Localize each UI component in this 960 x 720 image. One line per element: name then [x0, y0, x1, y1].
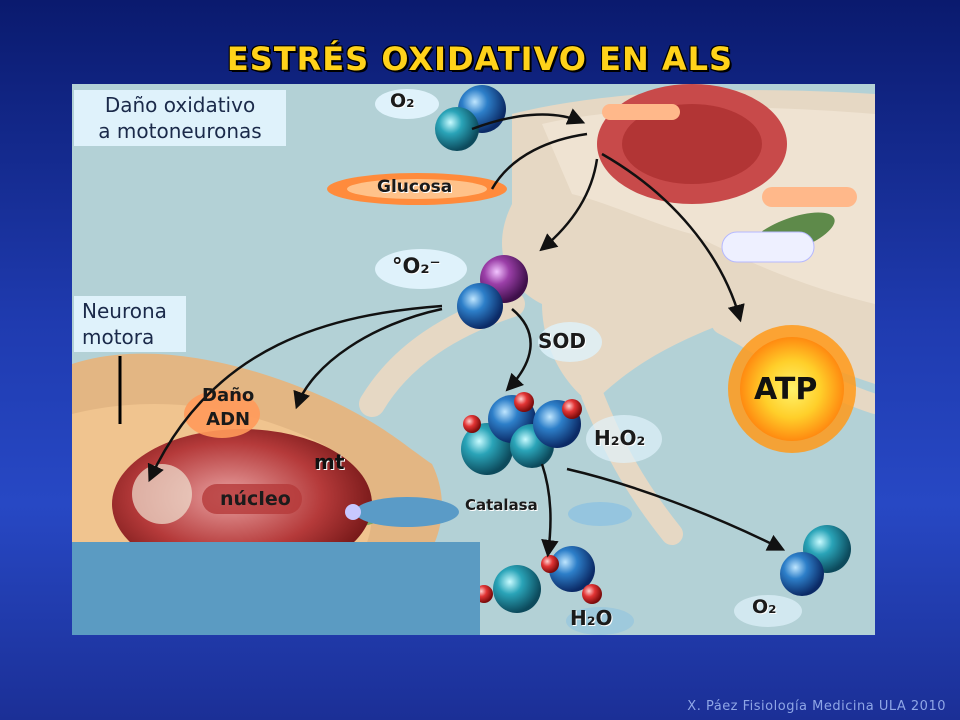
motor-neuron-line1: Neurona [82, 299, 167, 323]
motor-neuron-box: Neurona motora [74, 296, 186, 352]
footer-credit: X. Páez Fisiología Medicina ULA 2010 [687, 699, 946, 714]
o2-bottom-label: O₂ [752, 596, 777, 618]
oxidative-damage-line2: a motoneuronas [98, 119, 262, 143]
glucose-label: Glucosa [377, 177, 453, 197]
oxidative-damage-line1: Daño oxidativo [104, 93, 256, 117]
h2o2-label: H₂O₂ [594, 426, 646, 450]
oxidative-damage-box: Daño oxidativo a motoneuronas [74, 90, 286, 146]
cell-illustration [72, 84, 885, 635]
reaction-arrows [147, 108, 786, 558]
diagram-scene: Daño oxidativo a motoneuronas Neurona mo… [72, 84, 885, 635]
slide-title: ESTRÉS OXIDATIVO EN ALS [226, 40, 734, 78]
dna-damage-label: Daño ADN [202, 384, 254, 432]
h2o-label: H₂O [570, 606, 613, 630]
dna-damage-line2: ADN [206, 409, 251, 430]
nucleus-label: núcleo [220, 488, 291, 510]
motor-neuron-line2: motora [82, 325, 155, 349]
mt-label: mt [314, 450, 345, 474]
dna-damage-line1: Daño [202, 385, 255, 406]
catalase-label: Catalasa [465, 496, 538, 514]
superoxide-label: °O₂⁻ [392, 254, 441, 278]
o2-top-label: O₂ [390, 90, 415, 112]
atp-sun [728, 325, 856, 453]
atp-label: ATP [754, 372, 818, 407]
sod-label: SOD [538, 329, 587, 353]
